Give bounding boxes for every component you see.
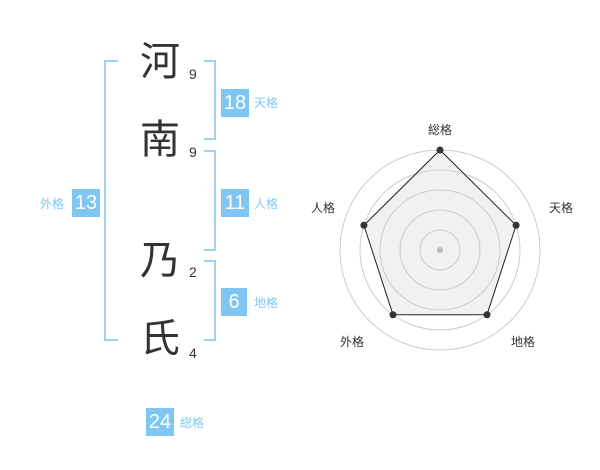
radar-point-5 xyxy=(360,221,368,229)
radar-series-polygon xyxy=(363,149,517,316)
tenkaku-value: 18 xyxy=(221,89,249,117)
stroke-count-2: 9 xyxy=(189,144,197,160)
radar-ring-3 xyxy=(379,189,501,311)
radar-axis-label-gaikaku: 外格 xyxy=(340,335,365,349)
gaikaku-bracket-bottom xyxy=(104,339,118,341)
soukaku-value: 24 xyxy=(146,408,174,436)
radar-axis-label-chikaku: 地格 xyxy=(511,335,536,349)
radar-axis-label-tenkaku: 天格 xyxy=(549,201,574,215)
tenkaku-bracket-bottom xyxy=(204,138,216,140)
chikaku-bracket-bottom xyxy=(204,339,216,341)
gaikaku-value: 13 xyxy=(72,189,100,217)
gaikaku-label: 外格 xyxy=(40,197,65,211)
gaikaku-bracket-top xyxy=(104,60,118,62)
radar-axis-label-soukaku: 総格 xyxy=(428,123,453,137)
chikaku-bracket-top xyxy=(204,260,216,262)
jinkaku-bracket-bottom xyxy=(204,249,216,251)
jinkaku-label: 人格 xyxy=(254,197,279,211)
name-char-4: 氏 xyxy=(140,316,180,362)
radar-point-3 xyxy=(483,311,491,319)
radar-point-2 xyxy=(512,221,520,229)
radar-point-1 xyxy=(436,146,444,154)
radar-ring-4 xyxy=(359,169,521,331)
radar-center-dot xyxy=(437,247,443,253)
gaikaku-bracket-vertical xyxy=(104,60,106,341)
tenkaku-bracket-top xyxy=(204,60,216,62)
stroke-count-3: 2 xyxy=(189,264,197,280)
radar-axis-label-jinkaku: 人格 xyxy=(311,201,336,215)
tenkaku-label: 天格 xyxy=(254,96,279,110)
jinkaku-bracket-top xyxy=(204,150,216,152)
name-char-1: 河 xyxy=(140,39,180,85)
radar-ring-1 xyxy=(419,229,461,271)
chikaku-label: 地格 xyxy=(254,296,279,310)
radar-chart xyxy=(339,146,541,351)
name-char-3: 乃 xyxy=(140,238,180,284)
jinkaku-bracket-vertical xyxy=(214,150,216,251)
radar-ring-2 xyxy=(399,209,481,291)
stroke-count-1: 9 xyxy=(189,66,197,82)
soukaku-label: 総格 xyxy=(180,416,205,430)
chikaku-value: 6 xyxy=(221,288,247,316)
chikaku-bracket-vertical xyxy=(214,260,216,341)
name-char-2: 南 xyxy=(140,117,180,163)
radar-point-4 xyxy=(389,311,397,319)
jinkaku-value: 11 xyxy=(221,189,249,217)
tenkaku-bracket-vertical xyxy=(214,60,216,140)
stroke-count-4: 4 xyxy=(189,345,197,361)
